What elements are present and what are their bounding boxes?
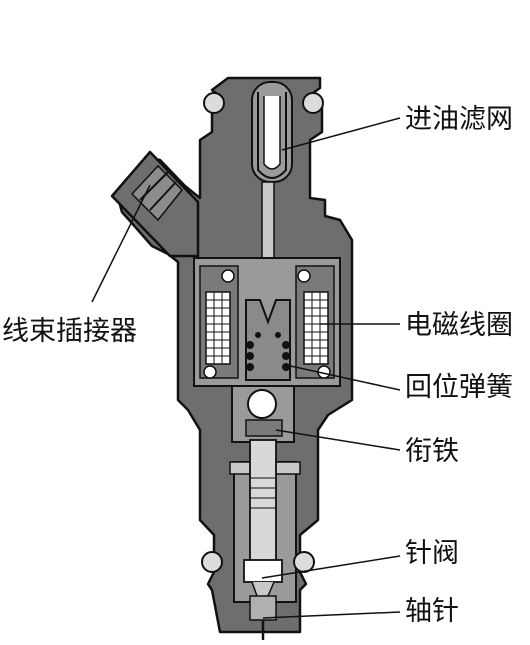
harness-connector (110, 150, 200, 258)
leader-inlet-filter (281, 117, 401, 151)
label-inlet-filter: 进油滤网 (405, 104, 513, 135)
label-harness-connector: 线束插接器 (2, 316, 137, 347)
label-return-spring: 回位弹簧 (405, 372, 513, 403)
o-ring-bottom-left (201, 551, 223, 573)
leader-armature (275, 429, 401, 451)
pole-piece (245, 299, 291, 381)
return-spring (246, 332, 290, 371)
solenoid-coil-right (295, 265, 335, 379)
o-ring-bottom-right (293, 551, 315, 573)
o-ring-top-left (203, 92, 225, 114)
o-ring-top-right (302, 92, 324, 114)
inlet-filter (251, 81, 293, 183)
leader-harness-connector (91, 184, 151, 303)
leader-return-spring (285, 364, 401, 391)
label-armature: 衔铁 (405, 436, 459, 467)
solenoid-coil-left (199, 265, 239, 379)
label-pintle: 轴针 (405, 596, 459, 627)
pintle (249, 595, 277, 640)
armature (231, 385, 295, 443)
leader-needle-valve (261, 555, 401, 579)
label-solenoid-coil: 电磁线圈 (405, 310, 513, 341)
leader-pintle (262, 611, 401, 619)
label-needle-valve: 针阀 (405, 538, 459, 569)
